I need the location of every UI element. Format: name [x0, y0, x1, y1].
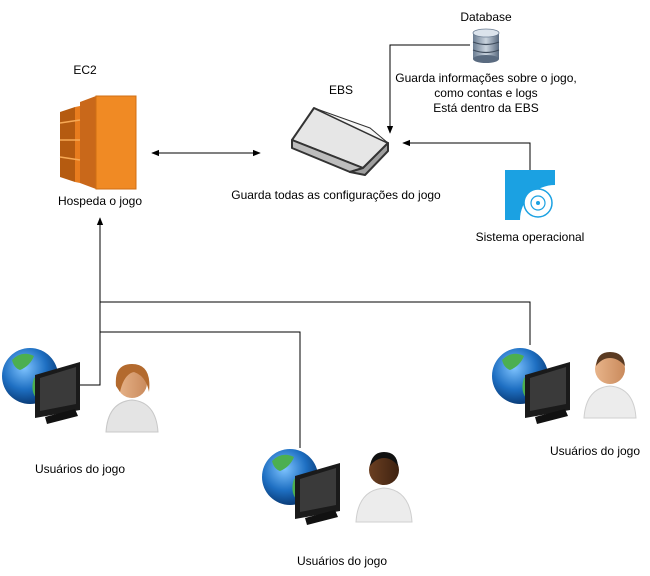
operating-system-icon[interactable]: [505, 170, 555, 220]
users-center-caption: Usuários do jogo: [296, 554, 388, 568]
os-caption: Sistema operacional: [475, 230, 585, 244]
users-center-group[interactable]: [262, 449, 413, 525]
users-right-group[interactable]: [492, 348, 637, 424]
database-to-ebs-arrow: [386, 44, 470, 134]
database-title: Database: [460, 10, 512, 24]
right-users-line: [100, 301, 531, 345]
os-to-ebs-arrow: [402, 139, 531, 170]
database-description-line1: Guarda informações sobre o jogo,: [395, 71, 577, 85]
database-description-line3: Está dentro da EBS: [433, 101, 539, 115]
left-users-to-ec2-arrow: [80, 217, 104, 386]
ec2-title: EC2: [73, 63, 97, 77]
ebs-title: EBS: [328, 83, 353, 97]
center-users-line: [100, 331, 301, 448]
user-avatar-woman: [105, 364, 159, 433]
computer-monitor-icon: [295, 463, 340, 525]
user-avatar-man: [583, 352, 637, 419]
computer-monitor-icon: [525, 362, 570, 424]
database-description-line2: como contas e logs: [434, 86, 538, 100]
ec2-icon[interactable]: [59, 95, 137, 190]
user-avatar-man-dark: [355, 452, 413, 523]
connectors: [80, 44, 531, 448]
users-left-group[interactable]: [2, 348, 159, 433]
ebs-caption: Guarda todas as configurações do jogo: [231, 188, 441, 202]
ec2-caption: Hospeda o jogo: [57, 194, 143, 208]
users-left-caption: Usuários do jogo: [34, 462, 126, 476]
ebs-icon[interactable]: [291, 107, 389, 176]
users-right-caption: Usuários do jogo: [549, 444, 641, 458]
database-icon[interactable]: [472, 28, 500, 63]
computer-monitor-icon: [35, 362, 80, 424]
